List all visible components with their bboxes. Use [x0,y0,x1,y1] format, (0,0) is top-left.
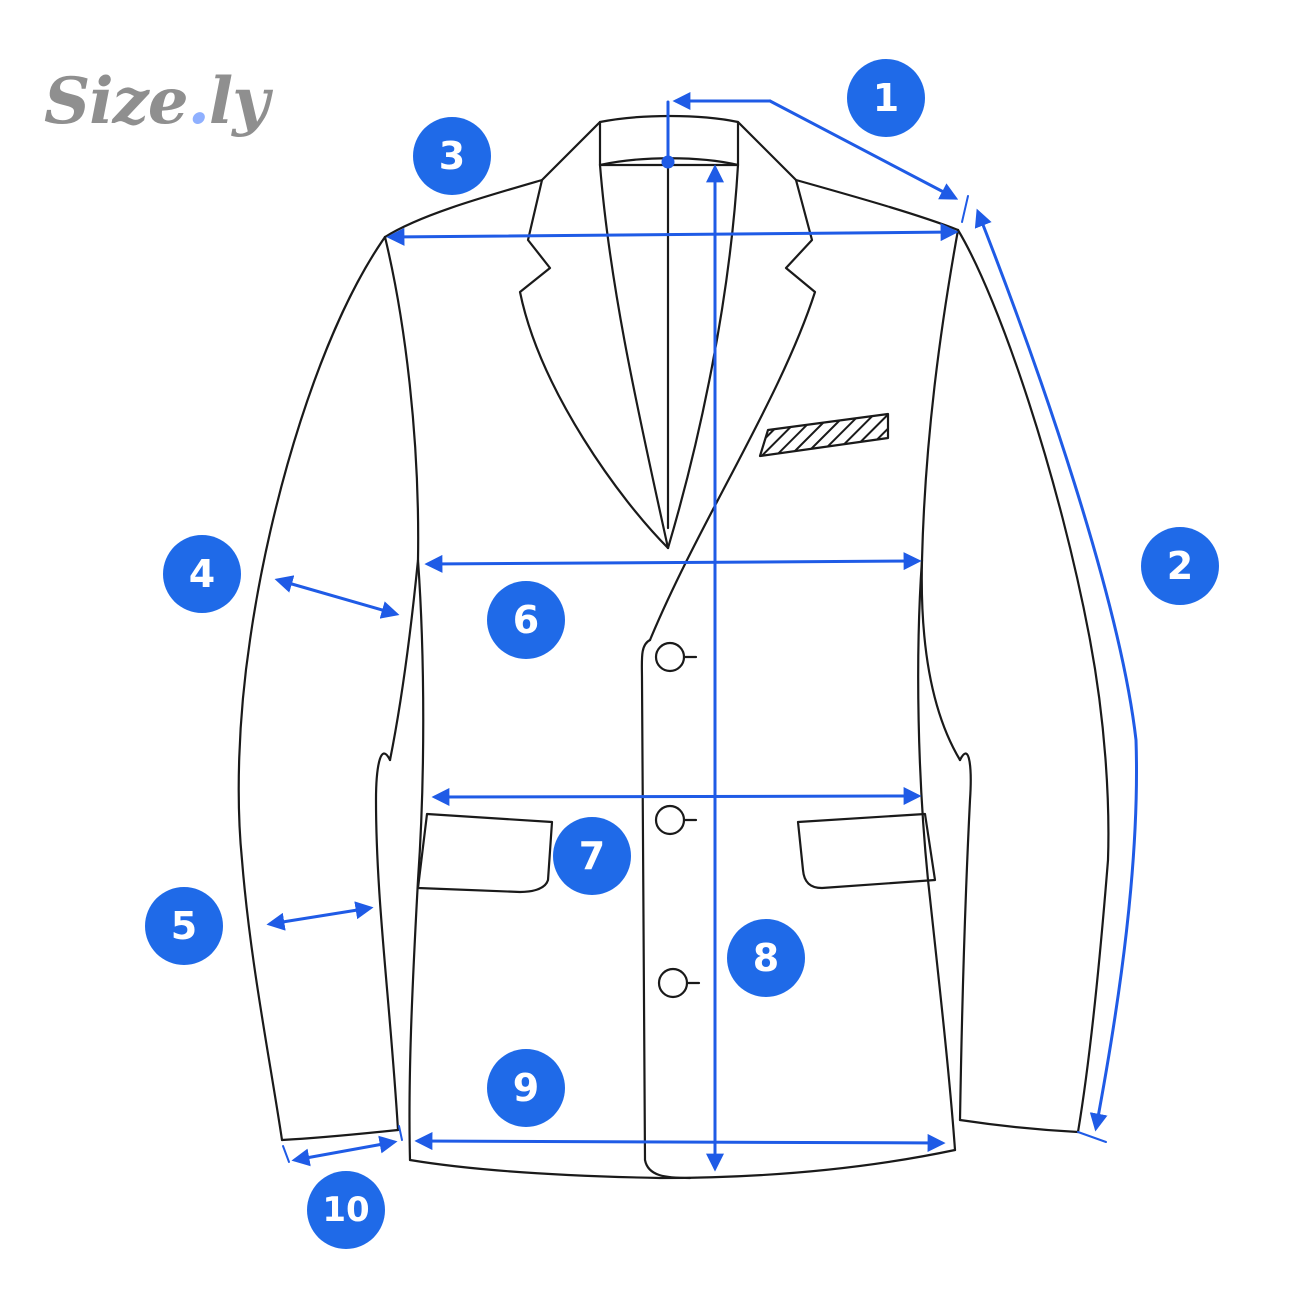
right-lapel-inner [666,163,740,550]
measurement-lines [266,92,1138,1172]
measure-6-line [424,552,922,573]
badge-3: 3 [413,117,491,195]
measure-10-line [291,1135,398,1167]
badge-6: 6 [487,581,565,659]
measure-1-dot [661,155,675,169]
jacket-outline [237,114,1110,1180]
logo-dot: . [187,64,210,139]
badge-8: 8 [727,919,805,997]
measure-3-line [386,223,959,246]
left-sleeve-outer [237,235,387,1142]
right-pocket-flap [796,812,937,890]
badge-9: 9 [487,1049,565,1127]
right-body-side [917,558,957,1152]
front-placket [640,638,692,1180]
button-bottom [657,967,689,999]
chest-pocket [758,412,890,458]
measure-2-tick [1077,1131,1107,1143]
left-sleeve-inner [374,752,400,1132]
badge-10: 10 [307,1171,385,1249]
badge-5: 5 [145,887,223,965]
left-armhole [383,235,420,762]
right-armhole [920,228,962,762]
measure-1-tick [961,195,969,223]
left-lapel-inner [598,163,670,550]
badge-1: 1 [847,59,925,137]
left-cuff [280,1128,400,1142]
badge-4: 4 [163,535,241,613]
right-sleeve-inner [958,752,972,1122]
measure-1-diagonal [768,99,959,200]
button-top [654,641,686,673]
measure-9-line [414,1132,946,1152]
left-lapel [518,120,670,550]
measure-10-tick-right [398,1125,403,1141]
logo-text: Size [44,64,189,139]
measure-2-line [974,208,1138,1132]
right-cuff [958,1118,1080,1134]
measure-4-line [274,575,400,619]
hem [408,1148,957,1180]
logo-suffix: ly [208,64,269,139]
right-sleeve-outer [956,228,1110,1134]
brand-logo: Size.ly [44,64,269,139]
right-lapel [648,120,817,642]
badge-2: 2 [1141,527,1219,605]
collar-back [598,114,740,167]
button-middle [654,804,686,836]
measure-7-line [431,787,922,806]
badge-7: 7 [553,817,631,895]
left-pocket-flap [416,812,554,894]
measure-10-tick-left [282,1145,290,1163]
measure-5-line [266,901,374,931]
